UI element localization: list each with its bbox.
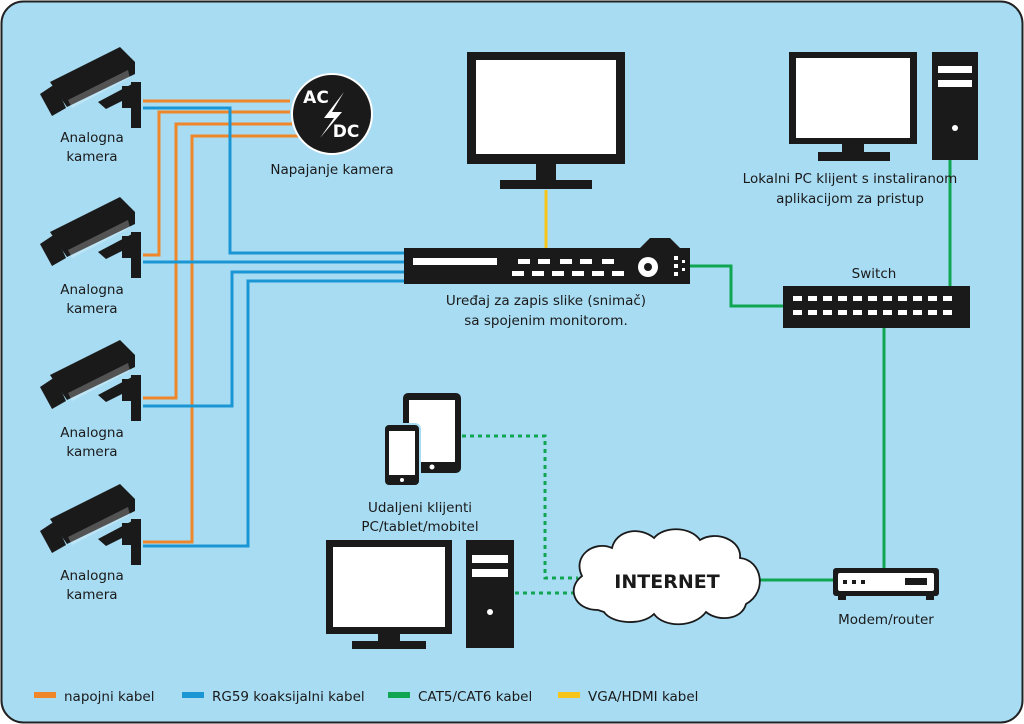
power-supply-label: Napajanje kamera <box>270 162 393 178</box>
legend-item-video: VGA/HDMI kabel <box>558 689 698 705</box>
legend-item-power: napojni kabel <box>34 689 155 705</box>
remote-clients-label-line2: PC/tablet/mobitel <box>361 519 478 535</box>
power-supply-icon: AC DC <box>291 73 373 155</box>
svg-text:napojni kabel: napojni kabel <box>64 689 155 705</box>
svg-text:kamera: kamera <box>66 444 117 460</box>
network-switch-icon <box>783 286 970 328</box>
svg-text:Analogna: Analogna <box>60 568 123 584</box>
svg-text:kamera: kamera <box>66 301 117 317</box>
legend: napojni kabel RG59 koaksijalni kabel CAT… <box>34 689 698 705</box>
modem-router-icon <box>833 568 939 600</box>
local-pc-tower-icon <box>932 52 978 160</box>
svg-text:RG59 koaksijalni kabel: RG59 koaksijalni kabel <box>212 689 365 705</box>
svg-text:Analogna: Analogna <box>60 282 123 298</box>
recorder-label-line2: sa spojenim monitorom. <box>464 313 628 329</box>
svg-text:kamera: kamera <box>66 149 117 165</box>
coax-cables <box>143 106 406 548</box>
svg-text:kamera: kamera <box>66 587 117 603</box>
legend-item-coax: RG59 koaksijalni kabel <box>182 689 365 705</box>
remote-pc-tower-icon <box>466 540 514 648</box>
recorder-label-line1: Uređaj za zapis slike (snimač) <box>446 293 646 309</box>
dvr-recorder-icon <box>404 238 690 284</box>
local-pc-label-line1: Lokalni PC klijent s instaliranom <box>743 171 958 187</box>
remote-clients-label-line1: Udaljeni klijenti <box>368 500 472 516</box>
svg-text:Analogna: Analogna <box>60 130 123 146</box>
wireless-links <box>462 434 578 595</box>
router-label: Modem/router <box>838 612 934 628</box>
mobile-phone-icon <box>383 423 421 487</box>
local-pc-label-line2: aplikacijom za pristup <box>776 191 924 207</box>
legend-item-network: CAT5/CAT6 kabel <box>388 689 532 705</box>
svg-text:AC: AC <box>303 88 329 108</box>
local-pc-monitor-icon <box>789 52 917 161</box>
svg-text:DC: DC <box>333 122 360 142</box>
recorder-monitor-icon <box>467 52 625 189</box>
svg-text:VGA/HDMI kabel: VGA/HDMI kabel <box>588 689 698 705</box>
svg-text:CAT5/CAT6 kabel: CAT5/CAT6 kabel <box>418 689 532 705</box>
internet-label: INTERNET <box>614 571 719 593</box>
internet-cloud-icon <box>572 528 761 626</box>
remote-pc-monitor-icon <box>326 540 452 649</box>
svg-text:Analogna: Analogna <box>60 425 123 441</box>
switch-label: Switch <box>852 266 897 282</box>
network-cables <box>690 160 952 582</box>
camera-labels: Analogna kamera Analogna kamera Analogna… <box>60 130 123 603</box>
